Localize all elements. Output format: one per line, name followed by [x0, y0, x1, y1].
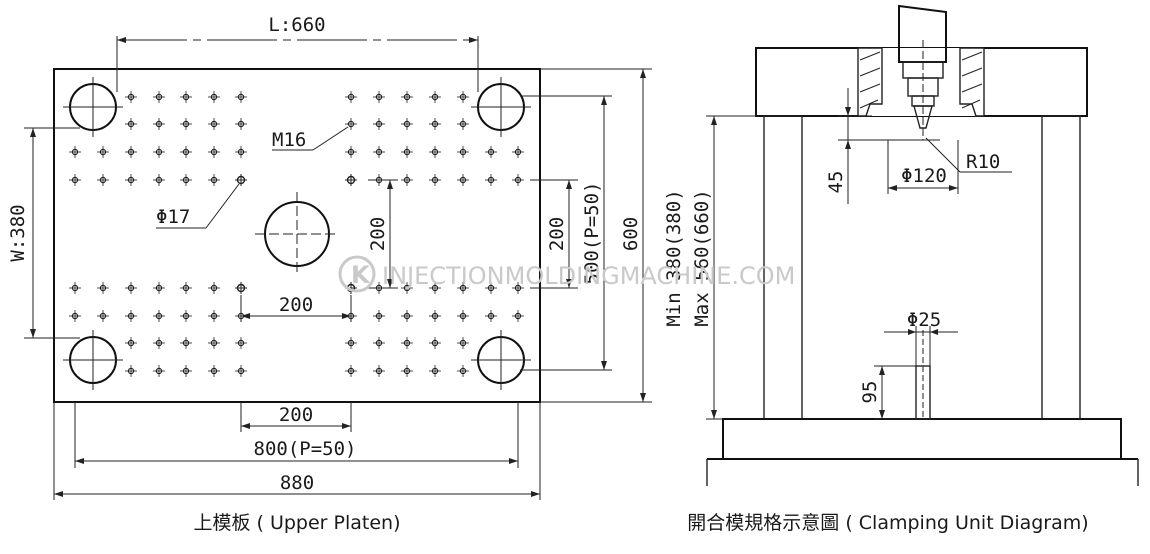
dim-880: 880 [53, 402, 541, 500]
dim-R10-label: R10 [966, 151, 1000, 173]
dim-45-label: 45 [825, 171, 847, 194]
dim-phi120-label: Φ120 [901, 165, 947, 187]
dim-200-horizontal: 200 [240, 294, 352, 322]
dim-max-label: Max 560(660) [691, 189, 713, 326]
dim-800: 800(P=50) [74, 402, 519, 468]
dim-phi25: Φ25 [884, 309, 958, 366]
watermark-text: INJECTIONMOLDINGMACHINE.COM [382, 262, 795, 290]
dim-L-label: L:660 [268, 14, 325, 36]
dim-200-vertical-label: 200 [367, 217, 389, 251]
injection-nozzle [898, 4, 947, 140]
phi17-label: Φ17 [156, 206, 190, 228]
upper-platen-view: L:660 W:380 M16 Φ17 200 [7, 14, 652, 534]
clamping-unit-caption: 開合模規格示意圖 ( Clamping Unit Diagram) [687, 512, 1088, 534]
watermark-logo-letter: K [351, 261, 371, 289]
dim-200-bottom-label: 200 [279, 404, 313, 426]
dim-45: 45 [825, 88, 940, 204]
dim-W: W:380 [7, 127, 80, 339]
m16-callout: M16 [272, 126, 349, 151]
dim-200-horizontal-label: 200 [279, 294, 313, 316]
dim-200-vertical: 200 [367, 179, 398, 289]
dim-min-label: Min 380(380) [663, 189, 685, 326]
dim-600-label: 600 [620, 217, 642, 251]
dim-95-label: 95 [859, 381, 881, 404]
dim-500: 500(P=50) [520, 95, 612, 371]
dim-95: 95 [859, 365, 916, 420]
upper-platen-caption: 上模板 ( Upper Platen) [193, 512, 400, 534]
dim-phi120: Φ120 [887, 140, 959, 194]
dim-stroke: Min 380(380) Max 560(660) [663, 115, 756, 420]
dim-phi25-label: Φ25 [907, 309, 941, 331]
dim-500-label: 500(P=50) [581, 182, 603, 285]
dim-200-right: 200 [530, 179, 578, 289]
dim-200-bottom: 200 [240, 402, 352, 432]
dim-R10: R10 [925, 137, 1012, 173]
tie-bars [763, 115, 1081, 420]
phi17-callout: Φ17 [156, 183, 240, 229]
ejector-pin [915, 330, 931, 420]
dim-880-label: 880 [280, 472, 314, 494]
m16-hole-grid [69, 91, 524, 377]
dim-L: L:660 [116, 14, 479, 92]
dim-W-label: W:380 [7, 204, 29, 261]
watermark: K INJECTIONMOLDINGMACHINE.COM [338, 255, 795, 293]
dim-600: 600 [540, 68, 652, 403]
fixed-platen [722, 418, 1122, 460]
m16-label: M16 [272, 129, 306, 151]
dim-200-right-label: 200 [546, 217, 568, 251]
platen-outline [53, 68, 541, 403]
dim-800-label: 800(P=50) [254, 438, 357, 460]
clamping-unit-view: 45 Φ120 R10 Min 380(380) Max 560(660) [663, 4, 1139, 534]
